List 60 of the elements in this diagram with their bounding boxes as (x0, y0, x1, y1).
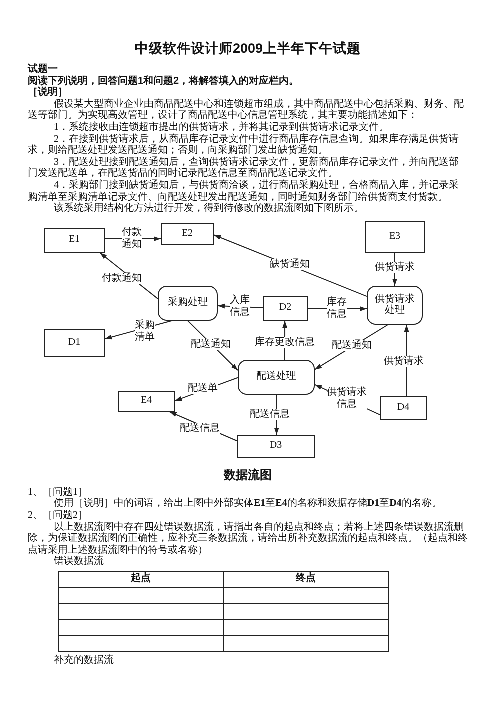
edge-label: 供货请求 (375, 262, 415, 274)
process-box (367, 286, 423, 325)
data-store-box (380, 396, 427, 420)
table-title: 错误数据流 (54, 556, 104, 568)
question-text: 以上数据流图中存在四处错误数据流，请指出各自的起点和终点；若将上述四条错误数据流删除，为保证数据流图的正确性，应补充三条数据流，请给出所补充数据流的起点和终点。（起点和终点请采用上述数据流图中的符号或名称） (28, 522, 468, 556)
list-item: 2．在接到供货请求后，从商品库存记录文件中进行商品库存信息查询。如果库存满足供货请求，则给配送处理发送配送通知；否则，向采购部门发出缺货通知。 (28, 134, 460, 156)
body-paragraph: 假设某大型商业企业由商品配送中心和连锁超市组成，其中商品配送中心包括采购、财务、配送等部门。为实现高效管理，设计了商品配送中心信息管理系统，其主要功能描述如下： (28, 98, 465, 122)
question-heading: 2、［问题2］ (28, 510, 88, 522)
instruction-text: 阅读下列说明，回答问题1和问题2，将解答填入的对应栏内。 (28, 76, 300, 87)
node-label: E2 (182, 228, 194, 240)
edge-label: 供货请求 (384, 356, 424, 368)
list-item: 1．系统接收由连锁超市提出的供货请求，并将其记录到供货请求记录文件。 (53, 122, 389, 134)
column-header: 终点 (224, 571, 388, 588)
external-entity-box (118, 390, 175, 412)
edge-label: 付款通知 (122, 227, 142, 250)
external-entity-box (161, 222, 214, 245)
section-heading: ［说明］ (28, 87, 68, 99)
edge-label: 配送通知 (191, 338, 231, 350)
node-label: D4 (397, 402, 410, 414)
edge-label: 缺货通知 (270, 258, 310, 270)
edge-label: 配送信息 (250, 408, 290, 420)
page-title: 中级软件设计师2009上半年下午试题 (134, 40, 362, 58)
edge-label: 配送通知 (332, 340, 372, 352)
data-store-box (44, 328, 105, 357)
process-box (238, 360, 315, 395)
edge-label: 供货请求信息 (327, 387, 367, 410)
node-label: 采购处理 (168, 297, 208, 309)
section-heading: 试题一 (28, 64, 58, 76)
data-flow-arrow (104, 236, 162, 242)
data-store-box (237, 434, 315, 458)
node-label: D1 (68, 336, 81, 348)
node-label: 供货请求处理 (375, 294, 415, 317)
table-title: 补充的数据流 (54, 654, 114, 666)
node-label: D2 (279, 302, 292, 314)
figure-caption: 数据流图 (224, 466, 272, 483)
node-label: 配送处理 (256, 371, 296, 383)
edge-label: 配送单 (188, 382, 218, 394)
edge-label: 配送信息 (180, 422, 220, 434)
external-entity-box (365, 220, 425, 253)
node-label: E4 (140, 395, 152, 407)
question-text: 使用［说明］中的词语，给出上图中外部实体E1至E4的名称和数据存储D1至D4的名称。 (53, 498, 442, 510)
edge-label: 库存信息 (327, 297, 347, 320)
edge-label: 库存更改信息 (255, 336, 315, 348)
data-flow-arrow (308, 306, 368, 312)
node-label: D3 (270, 440, 282, 452)
edge-label: 入库信息 (230, 295, 250, 318)
data-flow-arrow (218, 304, 264, 308)
data-flow-arrow (404, 324, 410, 396)
question-heading: 1、［问题1］ (28, 486, 88, 498)
list-item: 3．配送处理接到配送通知后，查询供货请求记录文件，更新商品库存记录文件，并向配送部门发送配送单，在配送货品的同时记录配送信息至商品配送记录文件。 (28, 156, 460, 180)
process-box (158, 286, 218, 321)
column-header: 起点 (58, 571, 224, 588)
data-store-box (263, 296, 308, 321)
body-paragraph: 该系统采用结构化方法进行开发，得到待修改的数据流图如下图所示。 (53, 203, 364, 215)
edge-label: 付款通知 (102, 272, 142, 284)
node-label: E3 (389, 230, 401, 242)
external-entity-box (44, 228, 105, 253)
list-item: 4．采购部门接到缺货通知后，与供货商洽谈，进行商品采购处理，合格商品入库，并记录采购清单至采购清单记录文件、向配送处理发出配送通知，同时通知财务部门给供货商支付货款。 (28, 180, 460, 203)
node-label: E1 (68, 234, 80, 246)
edge-label: 采购清单 (135, 320, 155, 344)
